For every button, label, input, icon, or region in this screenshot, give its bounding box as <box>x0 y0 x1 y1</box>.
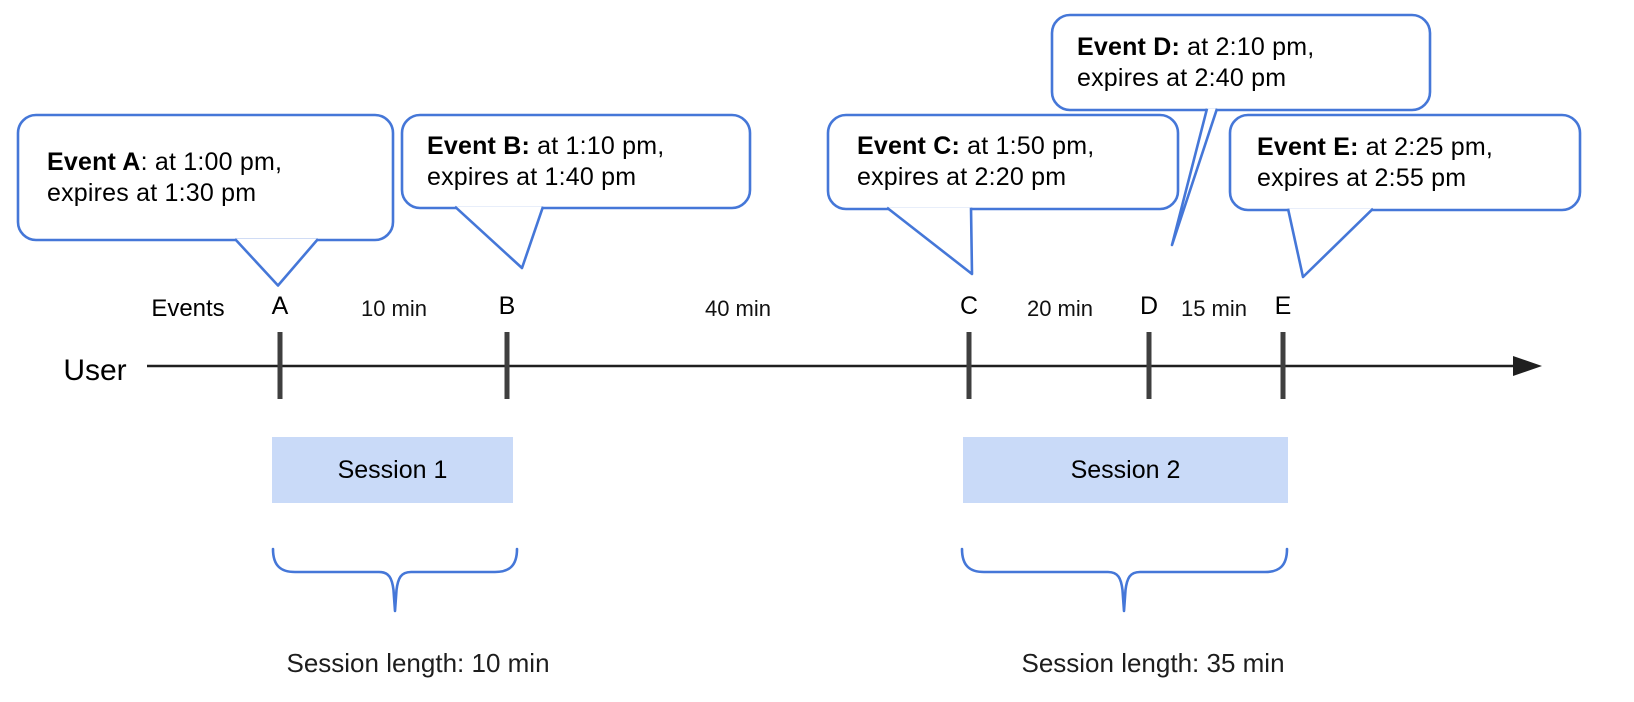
timeline-arrowhead-icon <box>1513 356 1542 376</box>
gap-label-a-b: 10 min <box>360 296 428 321</box>
event-c-line2: expires at 2:20 pm <box>857 163 1067 191</box>
session-2-box: Session 2 <box>963 437 1288 503</box>
events-label: Events <box>151 295 225 322</box>
event-e-callout: Event E: at 2:25 pm, expires at 2:55 pm <box>1230 115 1580 210</box>
event-d-callout: Event D: at 2:10 pm, expires at 2:40 pm <box>1052 15 1430 110</box>
event-b-line2: expires at 1:40 pm <box>427 162 637 191</box>
event-a-line2: expires at 1:30 pm <box>47 178 257 207</box>
event-c-line1: Event C: at 1:50 pm, <box>857 132 1095 160</box>
event-c-bubble-shape <box>826 113 1180 276</box>
event-e-line1: Event E: at 2:25 pm, <box>1257 132 1494 161</box>
tick-label-e: E <box>1274 292 1292 320</box>
event-d-bubble-shape <box>1050 13 1432 247</box>
event-b-bubble-shape <box>400 113 752 270</box>
session-2-length-label: Session length: 35 min <box>1021 648 1285 678</box>
tick-label-c: C <box>959 292 979 320</box>
event-c-callout: Event C: at 1:50 pm, expires at 2:20 pm <box>828 115 1178 209</box>
event-b-line1: Event B: at 1:10 pm, <box>427 131 665 160</box>
gap-label-d-e: 15 min <box>1180 296 1248 321</box>
event-e-bubble-shape <box>1228 113 1582 279</box>
session-1-box: Session 1 <box>272 437 513 503</box>
event-e-line2: expires at 2:55 pm <box>1257 163 1467 192</box>
event-a-bubble-shape <box>16 113 395 287</box>
session-1-label: Session 1 <box>337 455 448 484</box>
event-a-line1: Event A: at 1:00 pm, <box>47 147 283 176</box>
session-1-length-label: Session length: 10 min <box>286 648 550 678</box>
event-d-line1: Event D: at 2:10 pm, <box>1077 32 1315 61</box>
event-d-bubble-tail <box>1170 108 1219 247</box>
gap-label-b-c: 40 min <box>704 296 772 321</box>
session-2-label: Session 2 <box>1070 455 1181 484</box>
event-e-bubble-tail <box>1286 207 1374 279</box>
event-a-callout: Event A: at 1:00 pm, expires at 1:30 pm <box>18 115 393 240</box>
tick-label-b: B <box>498 292 516 320</box>
event-c-bubble-tail <box>886 206 974 276</box>
tick-label-a: A <box>271 292 289 320</box>
event-a-bubble-tail <box>234 238 319 287</box>
gap-label-c-d: 20 min <box>1026 296 1094 321</box>
user-label: User <box>63 354 127 387</box>
session-1-brace <box>271 547 519 613</box>
tick-label-d: D <box>1139 292 1159 320</box>
event-b-bubble-tail <box>454 205 545 270</box>
event-d-line2: expires at 2:40 pm <box>1077 63 1287 92</box>
session-2-brace <box>960 547 1289 613</box>
event-b-callout: Event B: at 1:10 pm, expires at 1:40 pm <box>402 115 750 208</box>
